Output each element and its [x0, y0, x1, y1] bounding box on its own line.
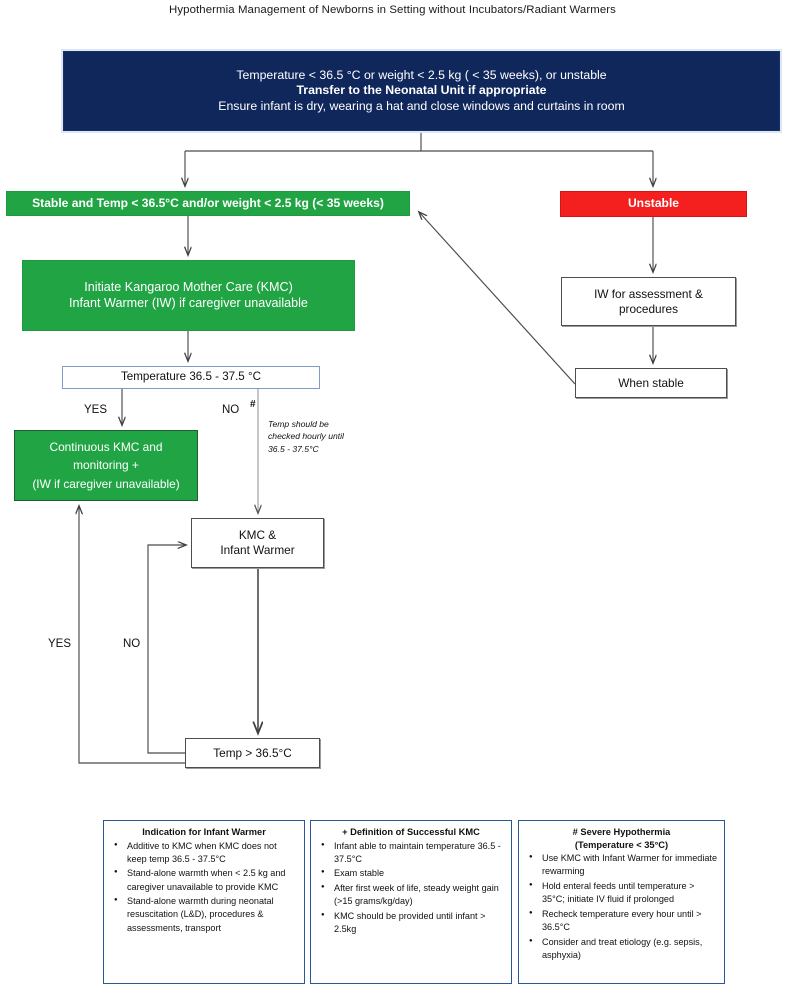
hash-marker-icon: # [250, 399, 256, 410]
legend-indication-for-infant-warmer: Indication for Infant Warmer Additive to… [103, 820, 305, 984]
edge-label-no-1: NO [222, 404, 240, 416]
header-line-1: Temperature < 36.5 °C or weight < 2.5 kg… [236, 67, 607, 82]
node-unstable: Unstable [560, 191, 747, 217]
legend-1-list: Additive to KMC when KMC does not keep t… [110, 840, 298, 935]
legend-3-heading-line-1: # Severe Hypothermia [572, 827, 671, 837]
legend-2-heading: + Definition of Successful KMC [342, 827, 480, 837]
node-kmc-and-infant-warmer-line-2: Infant Warmer [220, 543, 295, 557]
edge-label-no-2: NO [123, 638, 141, 650]
node-temp-greater-than: Temp > 36.5°C [185, 738, 320, 768]
list-item: Hold enteral feeds until temperature > 3… [529, 880, 718, 906]
legend-3-heading-line-2: (Temperature < 35°C) [574, 839, 669, 850]
legend-3-list: Use KMC with Infant Warmer for immediate… [525, 852, 718, 962]
list-item: Stand-alone warmth during neonatal resus… [114, 895, 298, 935]
list-item: After first week of life, steady weight … [321, 882, 505, 908]
node-temperature-check: Temperature 36.5 - 37.5 °C [62, 366, 320, 389]
edge-label-yes-1: YES [84, 404, 108, 416]
node-when-stable: When stable [575, 368, 727, 398]
node-iw-for-assessment-line-1: IW for assessment & [594, 286, 703, 301]
list-item: Stand-alone warmth when < 2.5 kg and car… [114, 867, 298, 893]
legend-2-list: Infant able to maintain temperature 36.5… [317, 840, 505, 937]
legend-1-heading: Indication for Infant Warmer [142, 827, 266, 837]
note-temp-hourly-check: Temp should be checked hourly until 36.5… [268, 419, 344, 454]
node-initiate-kmc-line-2: Infant Warmer (IW) if caregiver unavaila… [69, 295, 308, 310]
list-item: Consider and treat etiology (e.g. sepsis… [529, 936, 718, 962]
list-item: Exam stable [321, 867, 505, 880]
node-iw-for-assessment-line-2: procedures [618, 301, 679, 316]
node-stable-and-temp: Stable and Temp < 36.5°C and/or weight <… [6, 191, 410, 216]
node-temp-greater-than-label: Temp > 36.5°C [213, 745, 292, 760]
header-instruction-box: Temperature < 36.5 °C or weight < 2.5 kg… [63, 51, 780, 131]
list-item: Additive to KMC when KMC does not keep t… [114, 840, 298, 866]
list-item: Infant able to maintain temperature 36.5… [321, 840, 505, 866]
list-item: KMC should be provided until infant > 2.… [321, 910, 505, 936]
node-initiate-kmc-line-1: Initiate Kangaroo Mother Care (KMC) [84, 279, 293, 294]
edge-label-yes-2: YES [48, 638, 72, 650]
legend-severe-hypothermia: # Severe Hypothermia (Temperature < 35°C… [518, 820, 725, 984]
list-item: Recheck temperature every hour until > 3… [529, 908, 718, 934]
header-line-3: Ensure infant is dry, wearing a hat and … [218, 98, 625, 113]
node-stable-and-temp-label: Stable and Temp < 36.5°C and/or weight <… [32, 195, 384, 210]
node-continuous-kmc-line-1: Continuous KMC and [49, 439, 163, 454]
page-title: Hypothermia Management of Newborns in Se… [169, 4, 616, 16]
header-line-2: Transfer to the Neonatal Unit if appropr… [296, 83, 547, 98]
node-unstable-label: Unstable [627, 196, 680, 211]
node-continuous-kmc-line-3: (IW if caregiver unavailable) [32, 476, 180, 491]
node-iw-for-assessment: IW for assessment & procedures [561, 277, 736, 326]
node-kmc-and-infant-warmer-line-1: KMC & [238, 528, 277, 543]
node-temperature-check-label: Temperature 36.5 - 37.5 °C [121, 370, 261, 384]
node-initiate-kmc: Initiate Kangaroo Mother Care (KMC) Infa… [22, 260, 355, 331]
node-continuous-kmc-line-2: monitoring + [73, 458, 139, 473]
node-when-stable-label: When stable [618, 375, 684, 390]
node-kmc-and-infant-warmer: KMC & Infant Warmer [191, 518, 324, 568]
node-continuous-kmc: Continuous KMC and monitoring + (IW if c… [14, 430, 198, 501]
legend-definition-of-successful-kmc: + Definition of Successful KMC Infant ab… [310, 820, 512, 984]
list-item: Use KMC with Infant Warmer for immediate… [529, 852, 718, 878]
